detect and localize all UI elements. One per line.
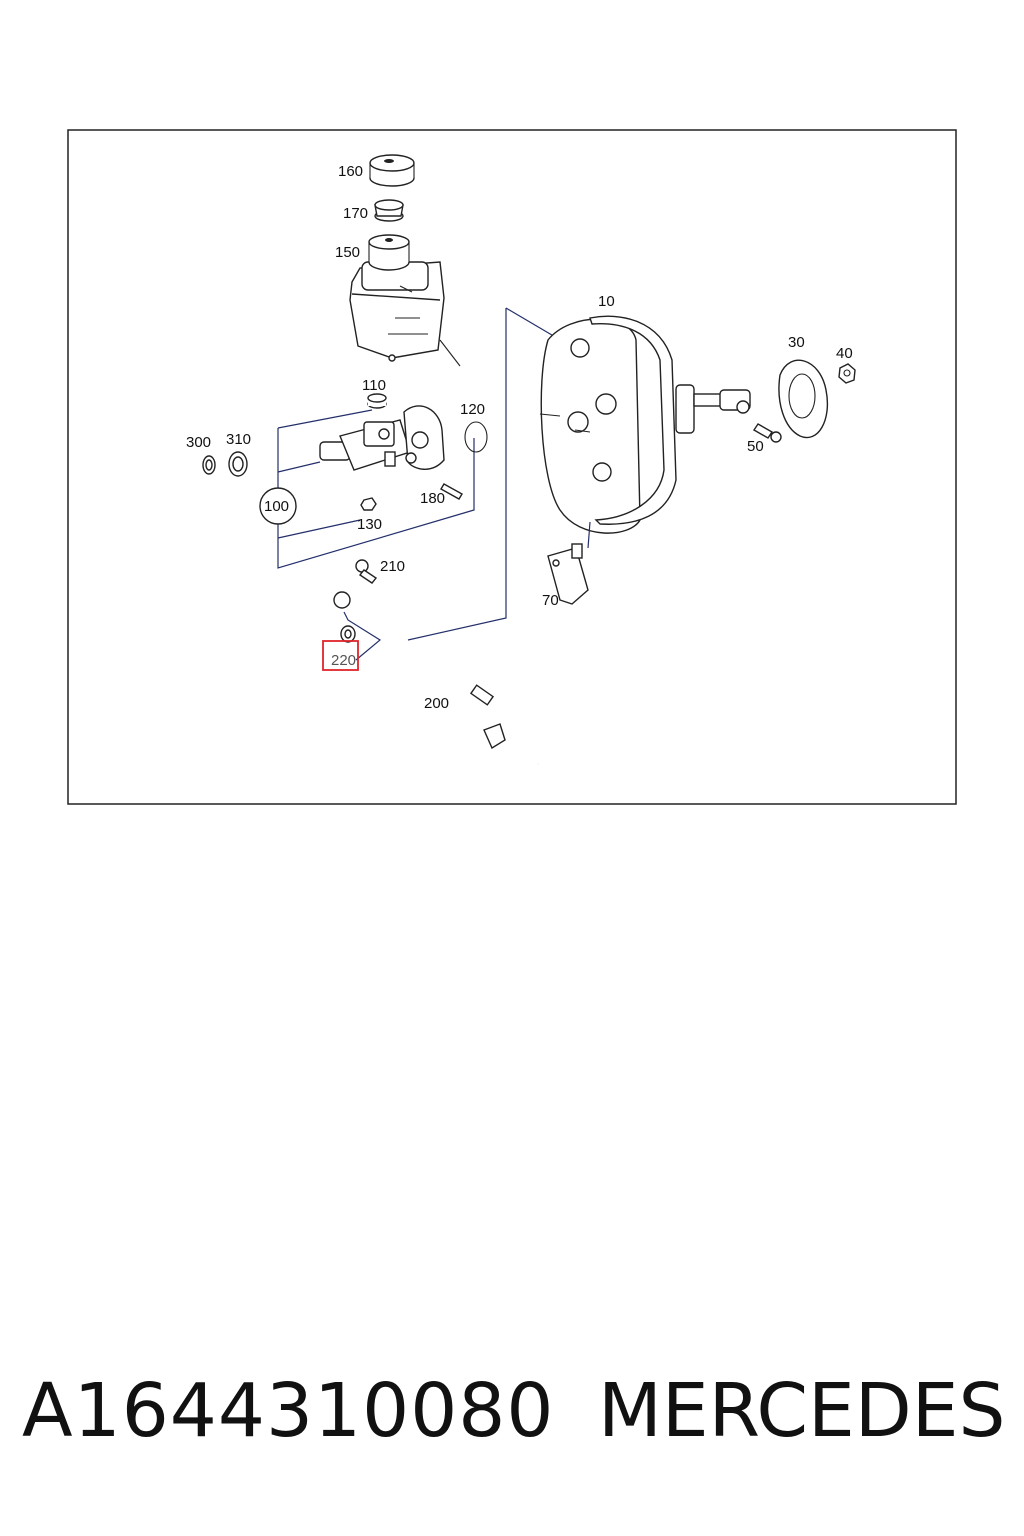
callout-110[interactable]: 110 — [362, 377, 386, 394]
callout-180[interactable]: 180 — [420, 490, 445, 507]
part-number: A1644310080 — [22, 1368, 555, 1454]
o-ring-120 — [464, 421, 488, 453]
callout-300[interactable]: 300 — [186, 434, 211, 451]
callout-220[interactable]: 220 — [331, 652, 356, 669]
gasket-30 — [778, 359, 828, 439]
sensor-70 — [547, 543, 589, 605]
callout-50[interactable]: 50 — [747, 438, 764, 455]
callout-120[interactable]: 120 — [460, 401, 485, 418]
nut-130 — [360, 497, 377, 511]
reservoir-cap-160 — [369, 154, 415, 187]
callout-40[interactable]: 40 — [836, 345, 853, 362]
seal-ring-220 — [340, 611, 382, 661]
callout-160[interactable]: 160 — [338, 163, 363, 180]
reservoir-150 — [349, 234, 461, 367]
callout-220-highlight — [322, 640, 359, 671]
footer: A1644310080 MERCEDES — [0, 1368, 1024, 1478]
callout-310[interactable]: 310 — [226, 431, 251, 448]
callout-30[interactable]: 30 — [788, 334, 805, 351]
callout-130[interactable]: 130 — [357, 516, 382, 533]
filter-insert-170 — [374, 199, 404, 222]
grommet-110 — [367, 393, 387, 409]
callout-100[interactable]: 100 — [264, 498, 289, 515]
callout-170[interactable]: 170 — [343, 205, 368, 222]
master-cylinder-100 — [277, 405, 475, 569]
nut-40 — [838, 363, 856, 384]
brand-name: MERCEDES — [598, 1368, 1006, 1454]
callout-200[interactable]: 200 — [424, 695, 449, 712]
diagram-frame — [67, 129, 957, 805]
connector-210 — [355, 559, 378, 584]
callout-70[interactable]: 70 — [542, 592, 559, 609]
bolt-50 — [753, 423, 782, 443]
seal-310 — [228, 451, 248, 477]
bolt-180 — [440, 483, 463, 500]
brake-booster-10 — [407, 307, 751, 641]
callout-150[interactable]: 150 — [335, 244, 360, 261]
vacuum-line-200 — [333, 591, 547, 767]
callout-circle-100 — [259, 487, 297, 525]
callout-210[interactable]: 210 — [380, 558, 405, 575]
seal-300 — [202, 455, 216, 475]
callout-10[interactable]: 10 — [598, 293, 615, 310]
